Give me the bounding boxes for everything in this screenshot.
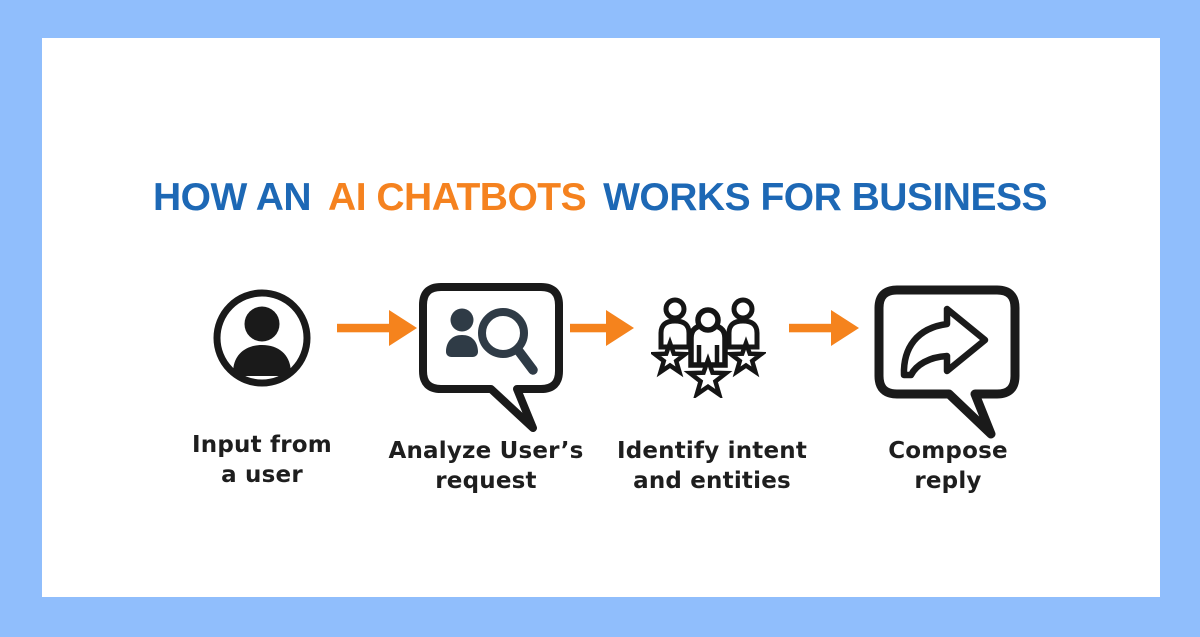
group-stars-icon <box>651 297 766 398</box>
step-label-analyze-users-request: Analyze User’s request <box>366 436 606 496</box>
label-line: Analyze User’s <box>388 438 584 464</box>
label-line: Input from <box>192 432 332 458</box>
flow-arrow-icon <box>789 310 859 346</box>
step-label-compose-reply: Compose reply <box>828 436 1068 496</box>
label-line: Compose <box>888 438 1008 464</box>
step-label-identify-intent-entities: Identify intent and entities <box>592 436 832 496</box>
user-circle-icon <box>213 289 311 387</box>
label-line: request <box>435 468 537 494</box>
title-part-3: WORKS FOR BUSINESS <box>603 176 1047 219</box>
label-line: reply <box>914 468 982 494</box>
speech-bubble-search-icon <box>419 283 563 432</box>
label-line: and entities <box>633 468 791 494</box>
diagram-title: HOW AN AI CHATBOTS WORKS FOR BUSINESS <box>0 176 1200 220</box>
label-line: Identify intent <box>616 438 808 464</box>
step-label-input-from-a-user: Input from a user <box>142 430 382 490</box>
flow-arrow-icon <box>337 310 417 346</box>
title-part-1: HOW AN <box>153 176 312 219</box>
title-part-2: AI CHATBOTS <box>328 176 587 219</box>
flow-arrow-icon <box>570 310 634 346</box>
label-line: a user <box>221 462 303 488</box>
speech-bubble-share-icon <box>874 285 1020 439</box>
